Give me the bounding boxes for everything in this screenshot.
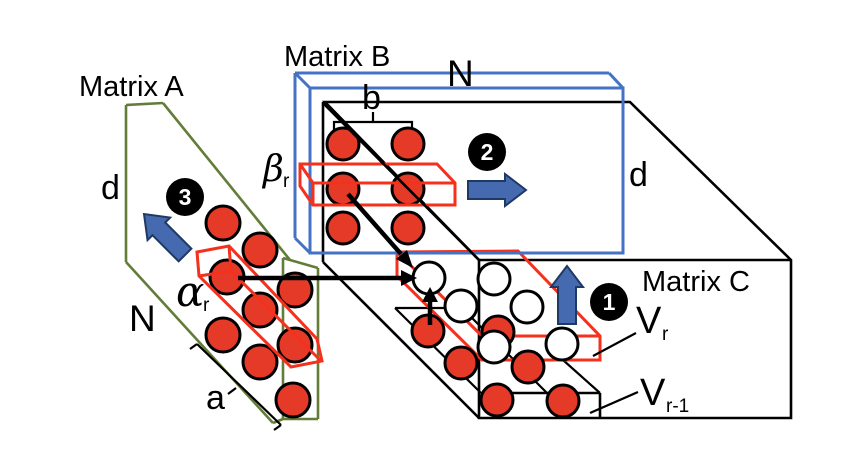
matrix-dot	[276, 326, 314, 364]
step2-right-arrow	[467, 171, 528, 209]
up-left-arrow-icon	[142, 212, 193, 263]
arrow-accumulate-up	[422, 287, 438, 325]
alpha-highlight-slab	[195, 244, 324, 369]
badge-number: 2	[481, 139, 494, 165]
matrix-dot	[390, 126, 426, 162]
matrix-dot	[325, 210, 361, 246]
badge-circle	[590, 283, 628, 321]
step2-badge: 2	[468, 133, 506, 171]
vr-callout-line	[592, 332, 637, 357]
alpha-slab-inner-edge	[229, 269, 323, 363]
matrix-dot	[544, 326, 580, 362]
arrow-a-to-c	[238, 270, 417, 286]
step3-badge: 3	[166, 178, 204, 216]
a-bracket-tick	[273, 424, 282, 431]
alpha-subscript: r	[203, 295, 210, 316]
matrix-dot	[241, 291, 279, 329]
matrix-dot	[545, 383, 581, 419]
matrix-dot	[241, 231, 279, 269]
alpha-r-label: α r	[176, 267, 210, 316]
matrix-dot	[204, 204, 242, 242]
dim-n-label-a: N	[129, 298, 156, 339]
beta-subscript: r	[283, 171, 290, 192]
badge-circle	[166, 178, 204, 216]
arrow-b-to-c-shaft	[346, 192, 403, 256]
dim-d-label-a: d	[101, 169, 120, 207]
beta-slab-inner-edge	[298, 163, 315, 184]
matrix-a-title: Matrix A	[79, 71, 184, 103]
matrix-c-title: Matrix C	[642, 266, 750, 298]
vr1-callout-line	[589, 390, 639, 415]
matrix-dot	[325, 126, 361, 162]
step1-up-arrow	[548, 264, 586, 325]
vr1-symbol: V	[640, 372, 666, 414]
alpha-symbol: α	[176, 267, 204, 316]
vr1-label: V r-1	[640, 372, 689, 417]
alpha-slab-inner-edge	[227, 245, 233, 272]
matrix-dot	[204, 316, 242, 354]
matrix-dot	[509, 289, 545, 325]
badge-circle	[468, 133, 506, 171]
badge-number: 1	[603, 289, 616, 315]
beta-highlight-slab	[298, 162, 457, 207]
matrix-b-front-face	[308, 86, 625, 255]
dim-b-label: b	[362, 79, 381, 117]
step3-upleft-arrow	[142, 212, 193, 263]
matrix-c-bottom-left-edge	[322, 261, 480, 419]
up-arrow-icon	[548, 264, 586, 325]
alpha-slab-inner-edge	[198, 269, 232, 278]
matrix-dot	[510, 349, 546, 385]
arrow-accumulate-head	[422, 287, 438, 302]
matrix-dot	[241, 343, 279, 381]
arrow-b-to-c	[346, 192, 413, 268]
right-arrow-icon	[467, 171, 528, 209]
matrix-dot	[443, 288, 479, 324]
matrix-b-bevel	[293, 71, 312, 90]
step1-badge: 1	[590, 283, 628, 321]
matrix-a-top-edge	[125, 101, 164, 107]
matrix-a-red-dots	[204, 204, 314, 419]
matrix-b-red-dots	[325, 126, 426, 246]
a-bracket-line	[196, 343, 282, 426]
beta-symbol: β	[261, 149, 284, 190]
vr-label: V r	[636, 300, 669, 345]
vr-subscript: r	[662, 324, 669, 345]
dim-d-label-c: d	[629, 156, 648, 194]
matrix-dot	[274, 381, 312, 419]
vr1-subscript: r-1	[666, 396, 689, 417]
matrix-b-title: Matrix B	[284, 41, 390, 73]
matrix-dot	[276, 271, 314, 309]
beta-r-label: β r	[261, 149, 290, 192]
a-bracket-tick	[189, 343, 198, 350]
matrix-c-step-diagonal	[562, 359, 601, 394]
a-bracket-tick	[227, 387, 237, 395]
matrix-b-bevel	[607, 71, 625, 90]
matrix-dot	[476, 329, 512, 365]
a-dimension-bracket	[189, 343, 282, 431]
matrix-dot	[476, 261, 512, 297]
matrix-c-white-dots	[411, 260, 580, 365]
matrix-c-top-left-diagonal	[322, 102, 480, 261]
matrix-dot	[390, 210, 426, 246]
matrix-b-box	[293, 71, 625, 255]
badge-number: 3	[179, 184, 192, 210]
matrix-b-bevel	[293, 236, 312, 255]
matrix-a-bottom-diagonal	[125, 261, 274, 424]
matrix-dot	[479, 382, 515, 418]
arrow-b-to-c-head	[396, 250, 413, 268]
vr-symbol: V	[636, 300, 662, 342]
dim-a-label: a	[206, 379, 225, 417]
dim-n-label-b: N	[447, 53, 474, 94]
arrow-a-to-c-head	[401, 270, 417, 286]
matrix-a-endcap-top	[282, 256, 319, 270]
b-dimension-bracket	[332, 112, 414, 130]
matrix-dot	[443, 345, 479, 381]
beta-slab-outline	[298, 162, 457, 207]
